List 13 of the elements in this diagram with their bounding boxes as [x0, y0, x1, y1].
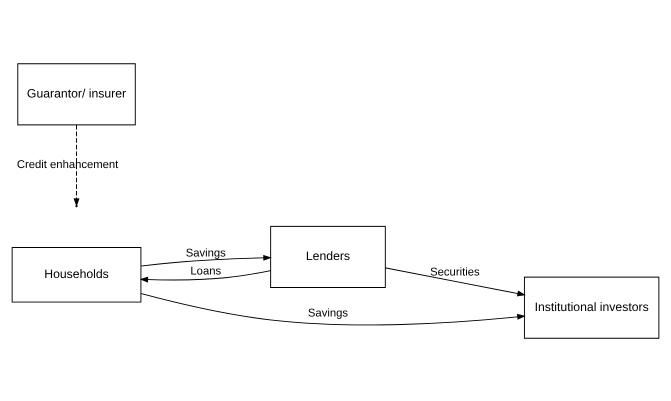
arrow	[140, 270, 271, 282]
edge-label: Loans	[190, 264, 222, 277]
node-box: Guarantor/ insurer	[17, 62, 136, 125]
node-box: Lenders	[270, 225, 386, 288]
arrow	[140, 254, 272, 266]
edge-label: Credit enhancement	[16, 158, 118, 171]
edge-label: Securities	[430, 266, 480, 278]
arrow	[140, 292, 526, 325]
node-box: Institutional investors	[524, 276, 660, 338]
node-box: Households	[12, 246, 142, 302]
arrow	[384, 266, 526, 296]
edge-label: Savings	[186, 247, 226, 260]
edge-label: Savings	[308, 307, 348, 320]
